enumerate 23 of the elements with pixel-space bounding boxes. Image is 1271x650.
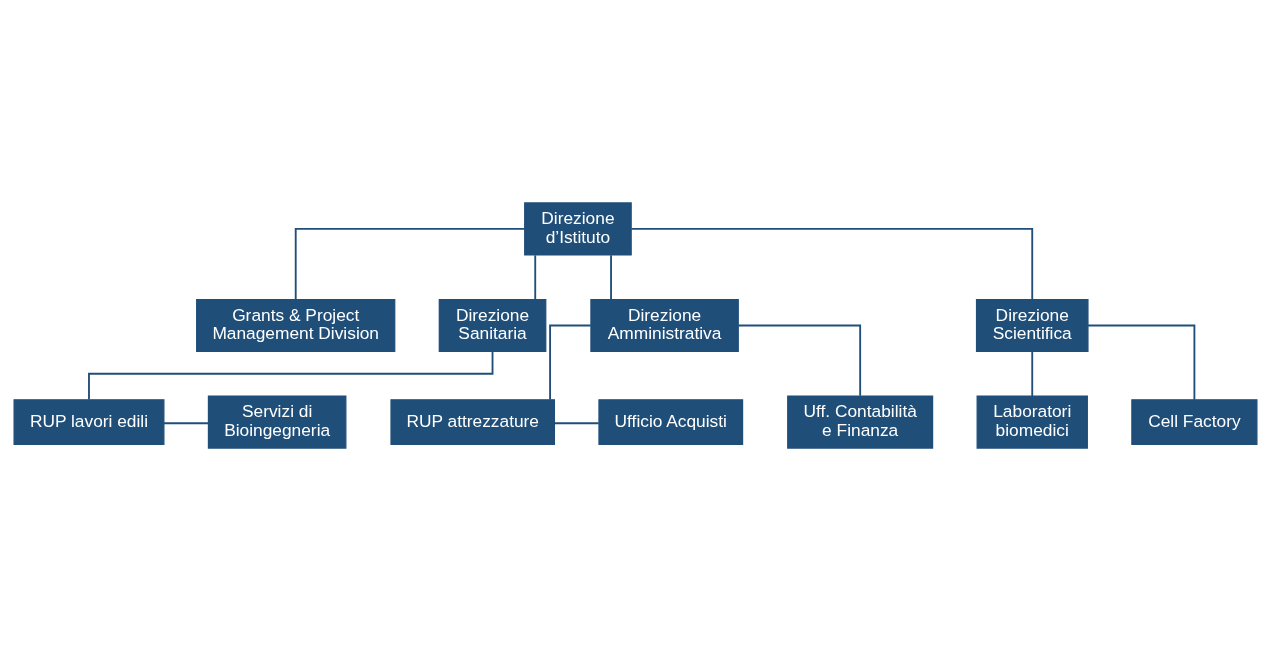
connector: [1031, 350, 1034, 397]
connector: [1087, 324, 1196, 401]
connector: [534, 253, 537, 300]
connector: [294, 227, 526, 300]
node-box: Laboratori biomedici: [976, 394, 1088, 449]
connector: [630, 227, 1034, 300]
node-box: Grants & Project Management Division: [196, 298, 396, 352]
node-box: Direzione Scientifica: [975, 298, 1089, 352]
connector: [162, 421, 209, 424]
node-box: RUP lavori edili: [13, 398, 165, 445]
node-box: Ufficio Acquisti: [598, 398, 744, 445]
node-box: Direzione Amministrativa: [590, 298, 739, 352]
node-box: RUP attrezzature: [390, 398, 556, 445]
connector: [610, 253, 612, 300]
connector: [88, 350, 494, 401]
node-box: Servizi di Bioingegneria: [207, 394, 347, 449]
node-box: Direzione d’Istituto: [524, 201, 632, 256]
node-box: Cell Factory: [1131, 398, 1258, 445]
connector: [549, 324, 592, 401]
connector: [737, 324, 862, 397]
node-box: Uff. Contabilità e Finanza: [787, 394, 934, 449]
connector: [553, 421, 600, 424]
node-box: Direzione Sanitaria: [438, 298, 547, 352]
